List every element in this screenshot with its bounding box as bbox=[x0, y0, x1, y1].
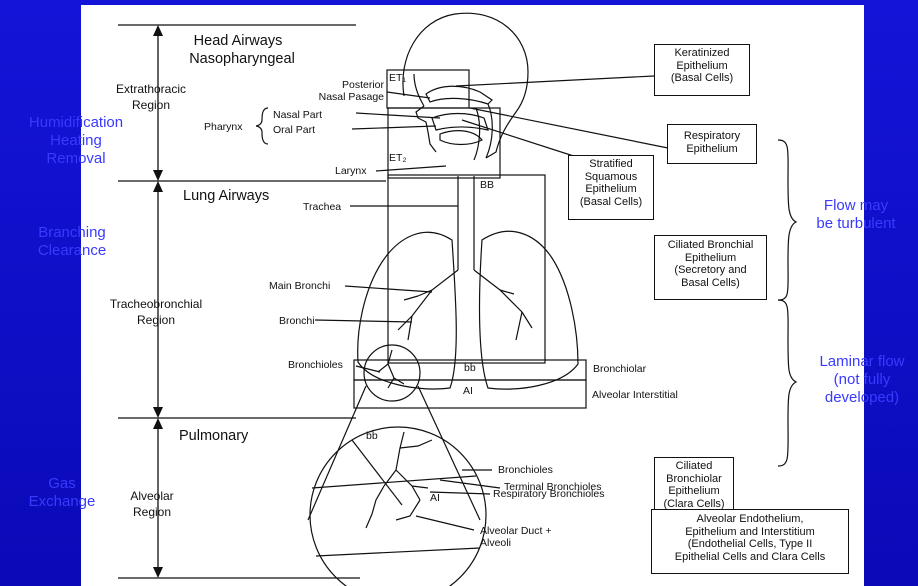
bronchi-label: Bronchi bbox=[279, 315, 315, 327]
ai-label: AI bbox=[463, 385, 473, 397]
pharynx-brace bbox=[256, 108, 268, 144]
stratified-box: Stratified Squamous Epithelium (Basal Ce… bbox=[568, 155, 654, 220]
pharynx-label: Pharynx bbox=[204, 121, 243, 133]
alveolar-endothelium-box: Alveolar Endothelium, Epithelium and Int… bbox=[651, 509, 849, 574]
leader-oral-part bbox=[352, 126, 436, 129]
leader-bronchi bbox=[315, 320, 412, 322]
face-profile bbox=[416, 106, 436, 152]
alveolar-region-label: Alveolar Region bbox=[110, 488, 194, 520]
main-bronchi-label: Main Bronchi bbox=[269, 280, 330, 292]
leader-nasal-part bbox=[356, 113, 440, 118]
leader-posterior bbox=[387, 92, 430, 98]
nasal-cavity bbox=[426, 86, 492, 104]
leader-stratified bbox=[462, 120, 586, 160]
et2-label: ET₂ bbox=[389, 152, 407, 164]
head-airways-label: Head Airways bbox=[183, 33, 293, 50]
alveolar-interstitial-label: Alveolar Interstitial bbox=[592, 389, 678, 401]
circle-branch bbox=[378, 350, 404, 388]
extrathoracic-region-label: Extrathoracic Region bbox=[96, 81, 206, 113]
tracheobronchial-region-label: Tracheobronchial Region bbox=[96, 296, 216, 328]
ciliated-bronchial-box: Ciliated Bronchial Epithelium (Secretory… bbox=[654, 235, 767, 300]
bronchioles-label: Bronchioles bbox=[288, 359, 343, 371]
nasal-part-label: Nasal Part bbox=[273, 109, 322, 121]
bb-upper-label: BB bbox=[480, 179, 494, 191]
circle-divider-2 bbox=[316, 548, 480, 556]
leader-bronchioles bbox=[356, 366, 380, 372]
bronchi bbox=[398, 290, 532, 340]
lung-airways-label: Lung Airways bbox=[183, 188, 269, 205]
circle-ai-label: AI bbox=[430, 492, 440, 504]
laminar-flow-annotation: Laminar flow (not fully developed) bbox=[806, 353, 918, 407]
posterior-nasal-label: Posterior Nasal Pasage bbox=[304, 79, 384, 103]
leader-alveolar-duct bbox=[416, 516, 474, 530]
respiratory-bronchioles-label: Respiratory Bronchioles bbox=[493, 488, 604, 500]
expand-right bbox=[418, 386, 480, 520]
bb-box bbox=[388, 175, 545, 363]
leader-larynx bbox=[376, 166, 446, 171]
expand-left bbox=[308, 386, 366, 520]
circle-bb-label: bb bbox=[366, 430, 378, 442]
respiratory-box: Respiratory Epithelium bbox=[667, 124, 757, 164]
et2-box bbox=[388, 108, 500, 178]
nasopharyngeal-label: Nasopharyngeal bbox=[176, 51, 308, 68]
bronchiolar-label: Bronchiolar bbox=[593, 363, 646, 375]
trachea-label: Trachea bbox=[303, 201, 341, 213]
oral-part-label: Oral Part bbox=[273, 124, 315, 136]
laminar-flow-brace bbox=[778, 300, 796, 466]
pulmonary-circle bbox=[310, 427, 486, 586]
leader-keratinized bbox=[456, 76, 654, 86]
leader-terminal bbox=[440, 480, 500, 488]
main-bronchi bbox=[412, 270, 522, 316]
trachea bbox=[458, 176, 474, 270]
alveolar-duct-label: Alveolar Duct + Alveoli bbox=[480, 525, 552, 549]
right-lung bbox=[480, 231, 578, 389]
flow-turbulent-annotation: Flow may be turbulent bbox=[796, 197, 916, 233]
keratinized-box: Keratinized Epithelium (Basal Cells) bbox=[654, 44, 750, 96]
humidification-annotation: Humidification Heating Removal bbox=[4, 114, 148, 168]
left-lung bbox=[358, 232, 457, 389]
bb-lower-label: bb bbox=[464, 362, 476, 374]
c-bronchioles-label: Bronchioles bbox=[498, 464, 553, 476]
et1-label: ET₁ bbox=[389, 72, 406, 84]
gas-exchange-annotation: Gas Exchange bbox=[8, 475, 116, 511]
tongue bbox=[440, 131, 482, 145]
pulmonary-label: Pulmonary bbox=[179, 428, 248, 445]
flow-turbulent-brace bbox=[778, 140, 796, 300]
branching-annotation: Branching Clearance bbox=[18, 224, 126, 260]
larynx-label: Larynx bbox=[335, 165, 367, 177]
